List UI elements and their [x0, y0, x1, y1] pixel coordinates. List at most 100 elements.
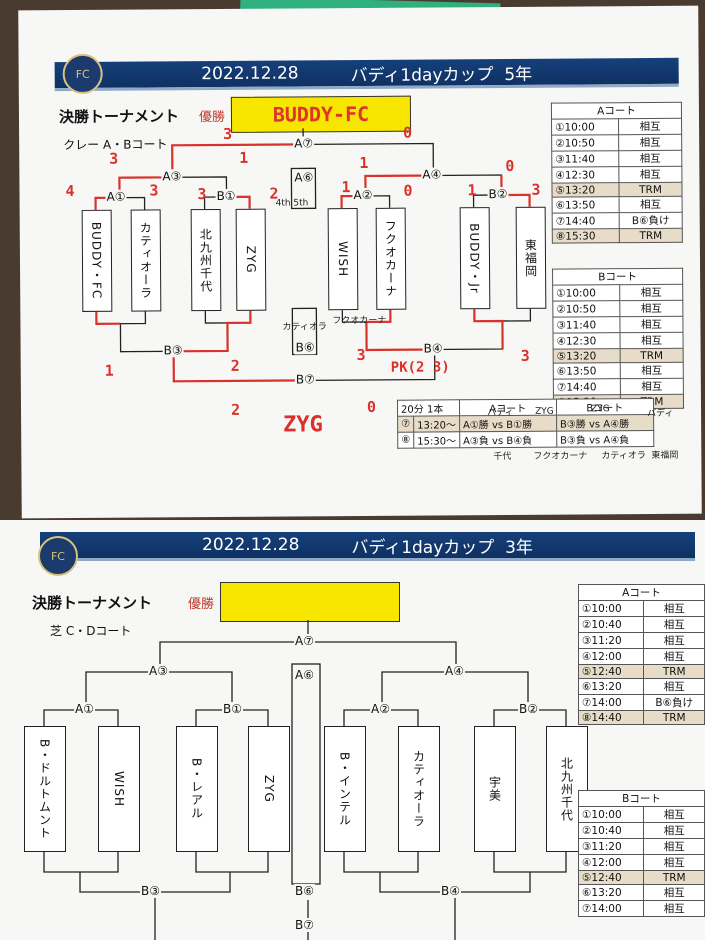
match-label: B⑦: [294, 918, 315, 932]
table-cell: ⑦: [397, 416, 414, 433]
match-label: B⑦: [294, 372, 316, 387]
score: 3: [223, 124, 233, 143]
table-header: 20分 1本: [397, 399, 460, 417]
team-box: ZYG: [235, 208, 267, 311]
score: 1: [239, 148, 249, 167]
match-time: ⑥13:50: [553, 362, 621, 380]
team-box: 北九州千代: [546, 726, 588, 852]
score: 1: [359, 153, 369, 173]
pen-note: バディ: [647, 408, 674, 419]
match-label: A②: [352, 187, 374, 203]
team-box: B・ドルトムント: [24, 726, 66, 852]
match-type: 相互: [620, 378, 684, 395]
match-time: ①10:00: [552, 284, 620, 302]
match-type: 相互: [618, 150, 682, 167]
match-label: A④: [421, 167, 443, 182]
match-time: ⑦14:40: [553, 378, 621, 396]
surface-label: 芝 C・Dコート: [50, 624, 132, 638]
match-type: 相互: [619, 332, 684, 349]
score: 2: [230, 356, 240, 375]
match-type: 相互: [643, 600, 705, 617]
match-type: 相互: [643, 838, 705, 855]
match-time: ⑥13:50: [552, 196, 620, 214]
match-time: ①10:00: [577, 600, 645, 617]
pen-note: ZYG: [535, 406, 554, 417]
pen-note: 千代: [493, 451, 512, 463]
tournament-sheet-3rd-grade: 2022.12.28 バディ1dayカップ 3年 FC 決勝トーナメント 優勝 …: [0, 520, 705, 940]
match-label: A④: [444, 664, 465, 678]
match-type: 相互: [643, 884, 705, 901]
match-time: ⑤13:20: [553, 348, 621, 364]
match-time: ⑤13:20: [551, 182, 620, 198]
match-label: B②: [518, 702, 539, 716]
score: 3: [109, 149, 119, 168]
match-time: ③11:40: [551, 150, 619, 168]
match-time: ②10:40: [577, 822, 645, 839]
club-logo: FC: [38, 536, 78, 576]
match-type: 相互: [643, 806, 705, 823]
match-label: A⑥: [294, 668, 315, 682]
match-type: TRM: [643, 870, 705, 885]
team-box: WISH: [327, 208, 359, 311]
match-time: ⑤12:40: [577, 870, 645, 885]
court-header: Bコート: [578, 790, 705, 807]
table-cell: ⑧: [397, 432, 414, 449]
team-box: 東福岡: [515, 206, 547, 309]
match-type: 相互: [618, 118, 682, 135]
score: 3: [531, 180, 541, 199]
score: 2: [230, 400, 241, 419]
event-grade: 3年: [505, 537, 533, 558]
match-time: ⑧15:30: [552, 228, 620, 244]
match-time: ④12:30: [553, 332, 621, 350]
team-box: B・インテル: [324, 726, 366, 852]
match-type: 相互: [643, 854, 705, 871]
match-label: B⑥: [294, 340, 316, 355]
match-type: TRM: [620, 348, 684, 363]
team-box: WISH: [98, 726, 140, 852]
match-time: ④12:00: [577, 854, 645, 871]
match-time: ⑦14:40: [552, 212, 620, 230]
score: 3: [520, 346, 530, 365]
pk-score: PK(2 3): [390, 359, 450, 376]
match-time: ⑧14:40: [577, 710, 645, 725]
score: 1: [341, 178, 351, 197]
winner-box: [220, 582, 400, 622]
match-time: ②10:50: [552, 300, 620, 318]
score: 3: [149, 181, 159, 200]
match-label: A③: [161, 169, 183, 184]
header-banner: 2022.12.28 バディ1dayカップ 3年: [40, 532, 695, 561]
court-header: Bコート: [552, 268, 683, 286]
match-label: A⑥: [293, 170, 315, 185]
match-type: 相互: [643, 616, 705, 633]
match-label: A①: [105, 189, 127, 204]
event-date: 2022.12.28: [202, 535, 300, 555]
pen-note: フクオカーナ: [533, 451, 588, 462]
match-label: B①: [215, 188, 237, 204]
court-header: Aコート: [578, 584, 705, 601]
match-type: 相互: [619, 284, 683, 301]
score: 4: [65, 181, 75, 201]
team-box: フクオカーナ: [375, 207, 407, 310]
match-time: ⑦14:00: [577, 694, 645, 711]
match-type: B⑥負け: [619, 212, 683, 229]
score: 3: [356, 345, 366, 365]
pen-note: ZYG: [590, 404, 610, 415]
match-label: B④: [422, 341, 444, 356]
